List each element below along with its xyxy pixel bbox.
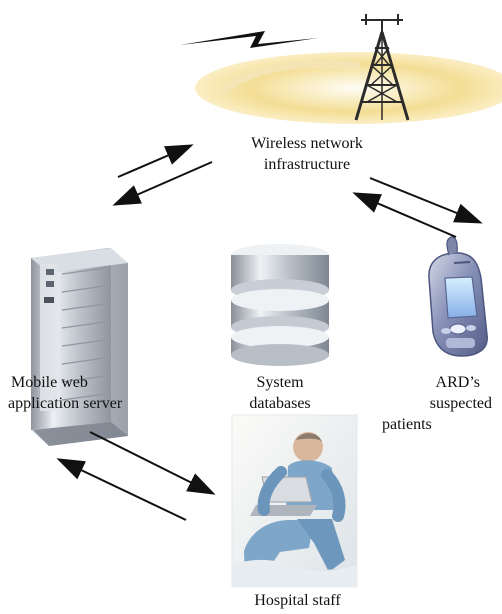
patients-label-line-2: suspected — [429, 395, 492, 412]
databases-label-line-2: databases — [249, 395, 311, 412]
server-tower-icon — [31, 248, 128, 446]
server-label-line-1: Mobile web — [11, 374, 88, 391]
arrow-wireless-to-patients — [369, 177, 483, 224]
patients-label-line-3: patients — [382, 416, 432, 433]
wireless-label-line-1: Wireless network — [251, 135, 363, 152]
databases-label-line-1: System — [256, 374, 304, 391]
databases-label: System databases — [225, 372, 335, 414]
server-label: Mobile web application server — [8, 372, 174, 414]
arrow-wireless-to-server — [112, 161, 213, 206]
wireless-label-line-2: infrastructure — [263, 156, 351, 173]
arrow-patients-to-wireless — [352, 192, 457, 238]
wireless-tower-icon — [180, 14, 502, 124]
patients-label: ARD’s suspected patients — [382, 372, 494, 435]
staff-label: Hospital staff — [220, 590, 375, 611]
wireless-label: Wireless network infrastructure — [224, 133, 390, 175]
staff-label-line-1: Hospital staff — [254, 592, 341, 609]
arrow-staff-to-server — [56, 458, 187, 521]
mobile-phone-icon — [428, 236, 488, 357]
connection-arrows — [56, 144, 483, 521]
arrow-server-to-staff — [89, 431, 216, 495]
server-label-line-2: application server — [8, 395, 123, 412]
patients-label-line-1: ARD’s — [435, 374, 480, 391]
arrow-server-to-wireless — [117, 144, 194, 178]
hospital-staff-photo — [231, 414, 358, 588]
database-stack-icon — [231, 244, 329, 366]
